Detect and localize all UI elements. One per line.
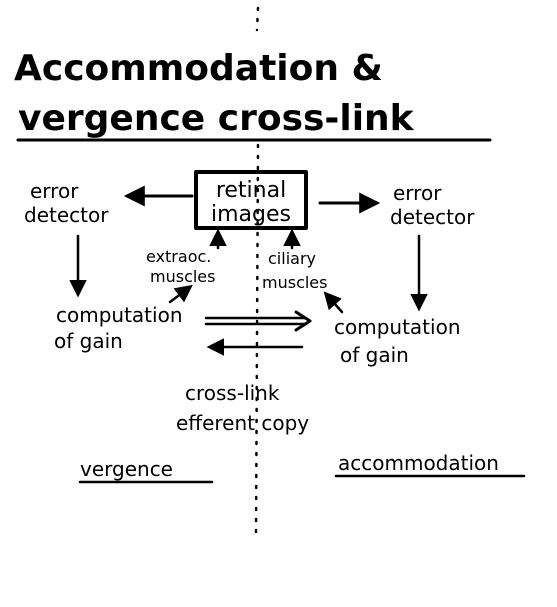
left-error-detector-label-1: error [30,179,79,203]
right-computation-label-1: computation [334,315,461,339]
center-divider [254,6,260,537]
right-error-detector-label-1: error [393,181,442,205]
crosslink-arrow-to-right-head [294,310,312,332]
crosslink-label-2: efferent copy [176,411,309,435]
right-computation-label-2: of gain [340,343,409,367]
left-computation-label-1: computation [56,303,183,327]
arrow-left-computation-to-muscles [168,284,193,304]
crosslink-arrow-to-right [204,316,308,326]
title-line-1: Accommodation & [14,48,383,89]
title-line-2: vergence cross-link [18,98,415,139]
left-error-detector-label-2: detector [24,203,109,227]
left-computation-label-2: of gain [54,329,123,353]
crosslink-label-1: cross-link [185,381,280,405]
extraocular-muscles-label-2: muscles [150,267,215,286]
retinal-images-label-2: images [211,202,291,227]
accommodation-label: accommodation [338,451,499,475]
retinal-images-box [194,170,308,230]
ciliary-muscles-label-1: ciliary [268,249,316,268]
arrow-right-computation-to-muscles [323,291,344,314]
right-error-detector-label-2: detector [390,205,475,229]
ciliary-muscles-label-2: muscles [262,273,327,292]
extraocular-muscles-label-1: extraoc. [146,247,211,266]
vergence-label: vergence [80,457,173,481]
retinal-images-label-1: retinal [216,178,286,203]
